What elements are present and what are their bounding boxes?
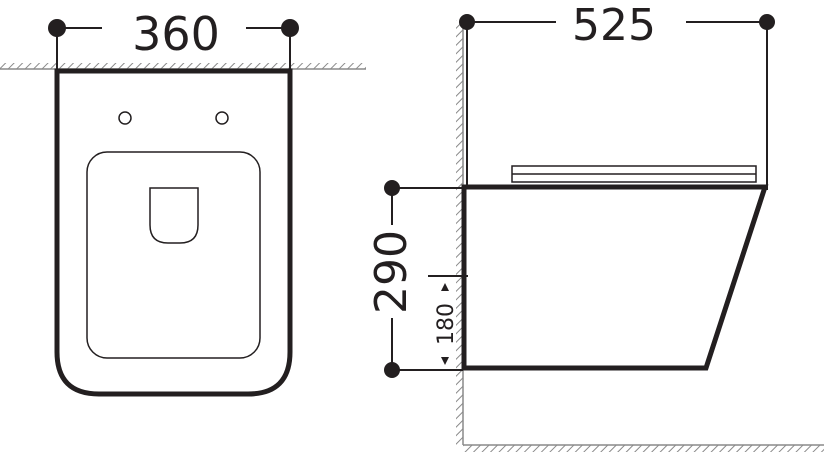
fixing-hole-right	[215, 111, 229, 125]
depth-label: 525	[572, 0, 656, 51]
seat	[511, 165, 757, 183]
side-view: 525 290 180	[366, 0, 824, 452]
depth-dimension	[459, 14, 775, 190]
height-dimension	[384, 180, 463, 378]
floor-hatch	[463, 445, 824, 452]
bowl-outlet	[149, 187, 199, 244]
fixing-hole-left	[118, 111, 132, 125]
front-view: 360	[0, 7, 366, 397]
bowl-profile	[461, 184, 769, 371]
outlet-height-dimension	[428, 275, 468, 365]
outlet-height-label: 180	[434, 303, 459, 345]
bowl-inner-rim	[86, 151, 261, 359]
width-label: 360	[132, 7, 220, 61]
height-label: 290	[366, 230, 417, 314]
width-dimension	[48, 19, 299, 70]
wall-hatch	[456, 20, 463, 445]
bowl-outline	[54, 68, 293, 397]
wall-hatch	[0, 63, 366, 69]
